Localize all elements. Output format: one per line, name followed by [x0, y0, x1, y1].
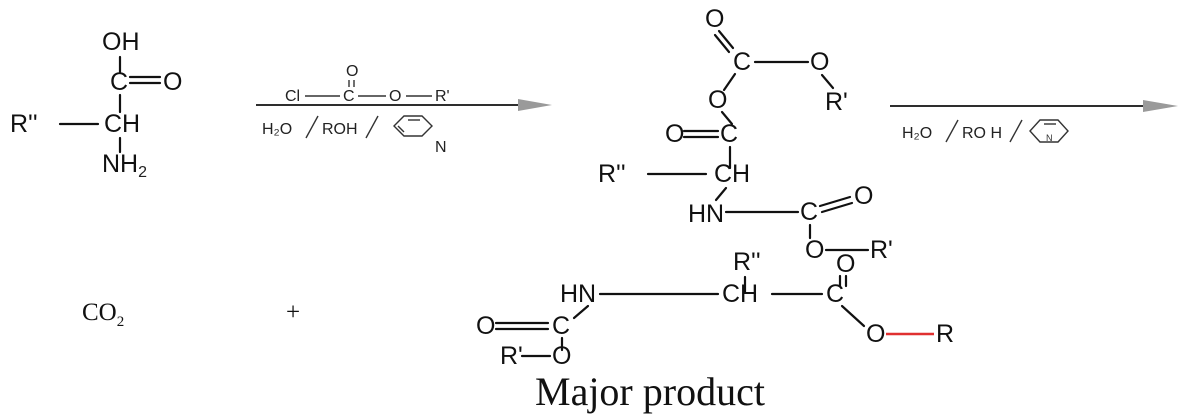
- arrow-2-head: [1143, 100, 1178, 112]
- reagent-carbonyl-o: O: [346, 63, 358, 80]
- atom-o-ester-double: O: [836, 250, 855, 278]
- reagent-roh-2: RO H: [962, 125, 1002, 142]
- atom-hn-product: HN: [560, 280, 596, 308]
- atom-r-prime-product: R': [500, 342, 523, 370]
- atom-o-acyl: O: [665, 120, 684, 148]
- pyridine-icon: N: [393, 115, 447, 156]
- pyridine-n-2: N: [1046, 133, 1053, 143]
- atom-c: C: [110, 68, 128, 96]
- reagent-r-prime: R': [435, 88, 450, 105]
- caption-major-product: Major product: [535, 369, 765, 414]
- atom-c-anhydride: C: [733, 48, 751, 76]
- reaction-arrow-1: O Cl C O R' H₂O ROH N: [256, 63, 552, 156]
- bond-c-o-ester: [840, 304, 866, 328]
- pyridine-icon-2: N: [1029, 119, 1069, 143]
- atom-c-carbamate-product: C: [552, 312, 570, 340]
- bond-double-top-1: [717, 29, 735, 50]
- atom-ch-product: CH: [722, 280, 758, 308]
- co2-text: CO2: [82, 299, 124, 330]
- byproduct-co2: CO2 +: [82, 299, 300, 330]
- reactant-amino-acid: OH C O R'' CH NH2: [10, 28, 182, 181]
- atom-c-carbamate: C: [800, 198, 818, 226]
- bond-double-carbamate-2: [820, 201, 854, 214]
- bond-o-r: [820, 73, 835, 90]
- atom-r-double-prime: R'': [10, 110, 38, 138]
- plus-sign: +: [286, 299, 300, 326]
- bond-ch-hn: [714, 186, 728, 202]
- atom-r-prime-carbamate: R': [870, 236, 893, 264]
- reagent-o: O: [389, 88, 401, 105]
- major-product-structure: R'' HN CH C O O R O C R' O: [476, 248, 954, 370]
- atom-oh: OH: [102, 28, 140, 56]
- separator-slash-1: [305, 115, 319, 139]
- atom-r-double-prime-product: R'': [733, 248, 761, 276]
- atom-r-prime-top: R': [825, 88, 848, 116]
- separator-slash-2: [365, 115, 379, 139]
- atom-o-bridge: O: [708, 86, 727, 114]
- atom-ch-mid: CH: [714, 160, 750, 188]
- reagent-roh: ROH: [322, 121, 358, 138]
- atom-r-ester: R: [936, 320, 954, 348]
- atom-o-carbamate-single: O: [805, 236, 824, 264]
- atom-o: O: [163, 68, 182, 96]
- arrow-1-head: [518, 99, 552, 111]
- atom-hn-mid: HN: [688, 200, 724, 228]
- atom-o-ester: O: [810, 48, 829, 76]
- bond-c-o-bridge: [722, 72, 737, 92]
- atom-o-top: O: [705, 5, 724, 33]
- atom-c-ester: C: [826, 280, 844, 308]
- atom-c-acyl: C: [720, 120, 738, 148]
- atom-o-ester-single: O: [866, 320, 885, 348]
- pyridine-n: N: [435, 139, 447, 156]
- atom-r-double-prime-mid: R'': [598, 160, 626, 188]
- reagent-water-2: H₂O: [902, 125, 932, 142]
- bond-double-top-2: [713, 33, 731, 54]
- reagent-c: C: [343, 88, 355, 105]
- reaction-arrow-2: H₂O RO H N: [890, 100, 1178, 143]
- bond-double-carbamate-1: [818, 195, 852, 208]
- atom-o-carbamate-product: O: [476, 312, 495, 340]
- atom-o-carbamate-single-product: O: [552, 342, 571, 370]
- atom-nh2: NH2: [102, 150, 147, 181]
- separator-slash-3: [945, 119, 959, 143]
- reagent-cl: Cl: [285, 88, 300, 105]
- atom-ch: CH: [104, 110, 140, 138]
- separator-slash-4: [1009, 119, 1023, 143]
- reagent-water: H₂O: [262, 121, 292, 138]
- bond-hn-c-carbamate-product: [572, 304, 590, 320]
- atom-o-carbamate-double: O: [854, 182, 873, 210]
- intermediate-mixed-anhydride: O C O R' O O C R'' CH HN C O O R': [598, 5, 893, 264]
- bond-o-c-acyl: [720, 110, 734, 126]
